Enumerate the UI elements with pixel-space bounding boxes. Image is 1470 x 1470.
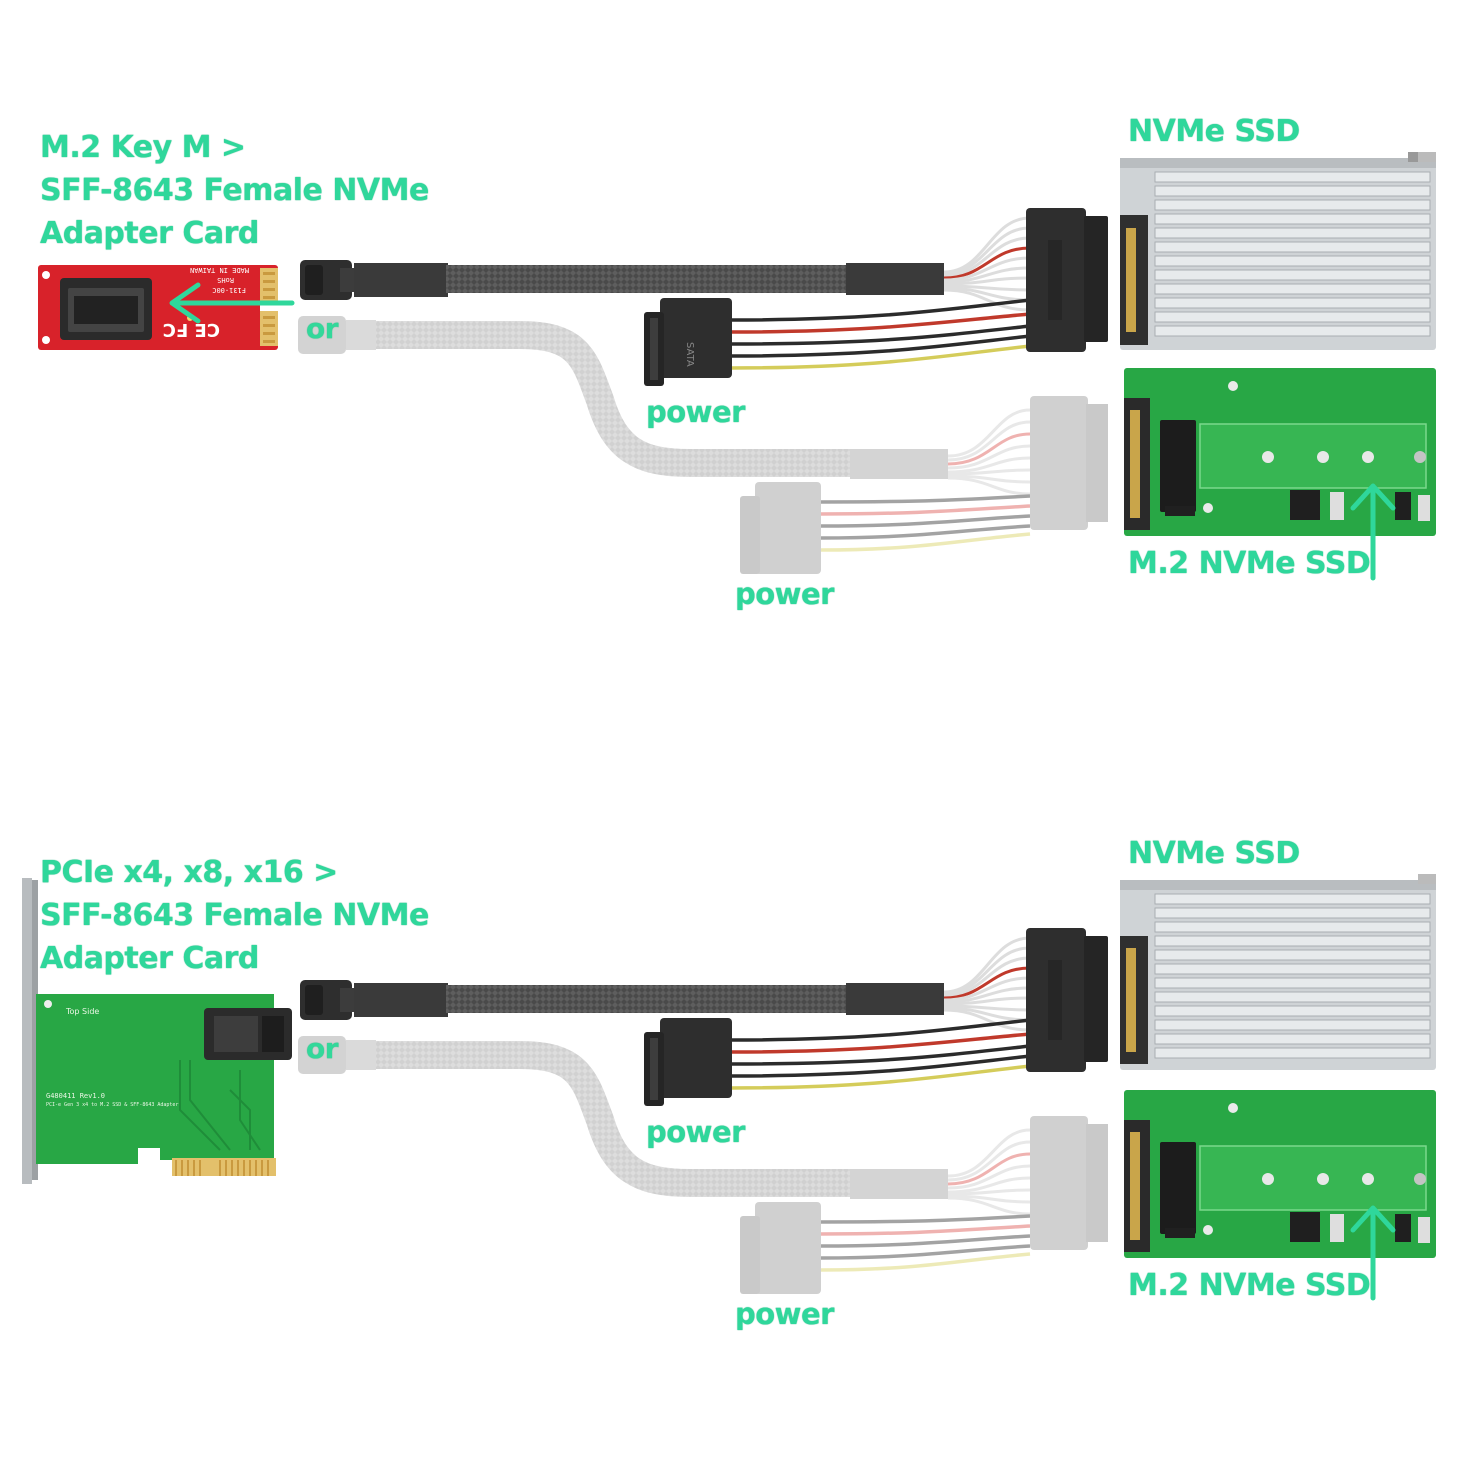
u2-connector-dark	[1026, 208, 1108, 352]
bottom-title-line-1: PCIe x4, x8, x16 >	[40, 855, 338, 890]
bottom-title-line-3: Adapter Card	[40, 941, 259, 976]
card-text-rohs: RoHS	[217, 276, 234, 284]
bottom-power-label-1: power	[646, 1115, 745, 1149]
top-nvme-ssd-label: NVMe SSD	[1128, 114, 1300, 149]
dark-cable-2	[446, 985, 846, 1013]
dark-cable	[446, 265, 846, 293]
sata-power-wires-dark	[729, 298, 1031, 370]
wire-fanout-dark	[943, 216, 1031, 312]
top-power-label-2: power	[735, 577, 834, 611]
bottom-power-label-2: power	[735, 1297, 834, 1331]
bottom-nvme-ssd-label: NVMe SSD	[1128, 836, 1300, 871]
top-m2-ssd-label: M.2 NVMe SSD	[1128, 546, 1371, 581]
bottom-diagram: Top Side G480411 Rev1.0 PCI-e Gen 3 x4 t…	[22, 874, 1436, 1301]
bottom-title-line-2: SFF-8643 Female NVMe	[40, 898, 429, 933]
nvme-ssd-heatsink	[1120, 152, 1436, 350]
bottom-or-label: or	[306, 1032, 339, 1065]
top-title-line-3: Adapter Card	[40, 216, 259, 251]
card-text-made-in: MADE IN TAIWAN	[190, 266, 249, 274]
top-diagram: CE FC MADE IN TAIWAN RoHS F131-00C	[38, 152, 1436, 581]
m2-u2-adapter-board	[1124, 368, 1436, 536]
top-or-label: or	[306, 312, 339, 345]
sata-power-wires-dark-2	[729, 1018, 1031, 1090]
card-text-desc: PCI-e Gen 3 x4 to M.2 SSD & SFF-8643 Ada…	[46, 1102, 178, 1108]
svg-text:SATA: SATA	[684, 342, 695, 367]
pcie-bracket	[22, 878, 32, 1184]
wire-fanout-dark-2	[943, 936, 1031, 1032]
m2-pointer-arrow-icon-2	[1350, 1205, 1396, 1301]
top-power-label-1: power	[646, 395, 745, 429]
m2-pointer-arrow-icon	[1350, 483, 1396, 581]
card-text-top-side: Top Side	[65, 1007, 99, 1016]
bottom-m2-ssd-label: M.2 NVMe SSD	[1128, 1268, 1371, 1303]
pcie-adapter-card	[36, 994, 292, 1176]
card-text-model: F131-00C	[212, 286, 246, 294]
top-title-line-1: M.2 Key M >	[40, 130, 246, 165]
sata-power-connector-dark-2	[644, 1018, 732, 1106]
ghost-cable-alt	[298, 316, 1108, 574]
sff8643-plug-dark	[300, 260, 448, 300]
insert-arrow-icon	[169, 282, 295, 324]
m2-u2-adapter-board-2	[1124, 1090, 1436, 1258]
svg-text:CE FC: CE FC	[163, 319, 220, 340]
sff8643-plug-dark-2	[300, 980, 448, 1020]
ghost-cable-alt-2	[298, 1036, 1108, 1294]
sata-power-connector-dark: SATA	[644, 298, 732, 386]
top-title-line-2: SFF-8643 Female NVMe	[40, 173, 429, 208]
u2-connector-dark-2	[1026, 928, 1108, 1072]
m2-adapter-card: CE FC	[38, 265, 278, 350]
card-text-rev: G480411 Rev1.0	[46, 1092, 105, 1100]
nvme-ssd-heatsink-2	[1120, 874, 1436, 1070]
